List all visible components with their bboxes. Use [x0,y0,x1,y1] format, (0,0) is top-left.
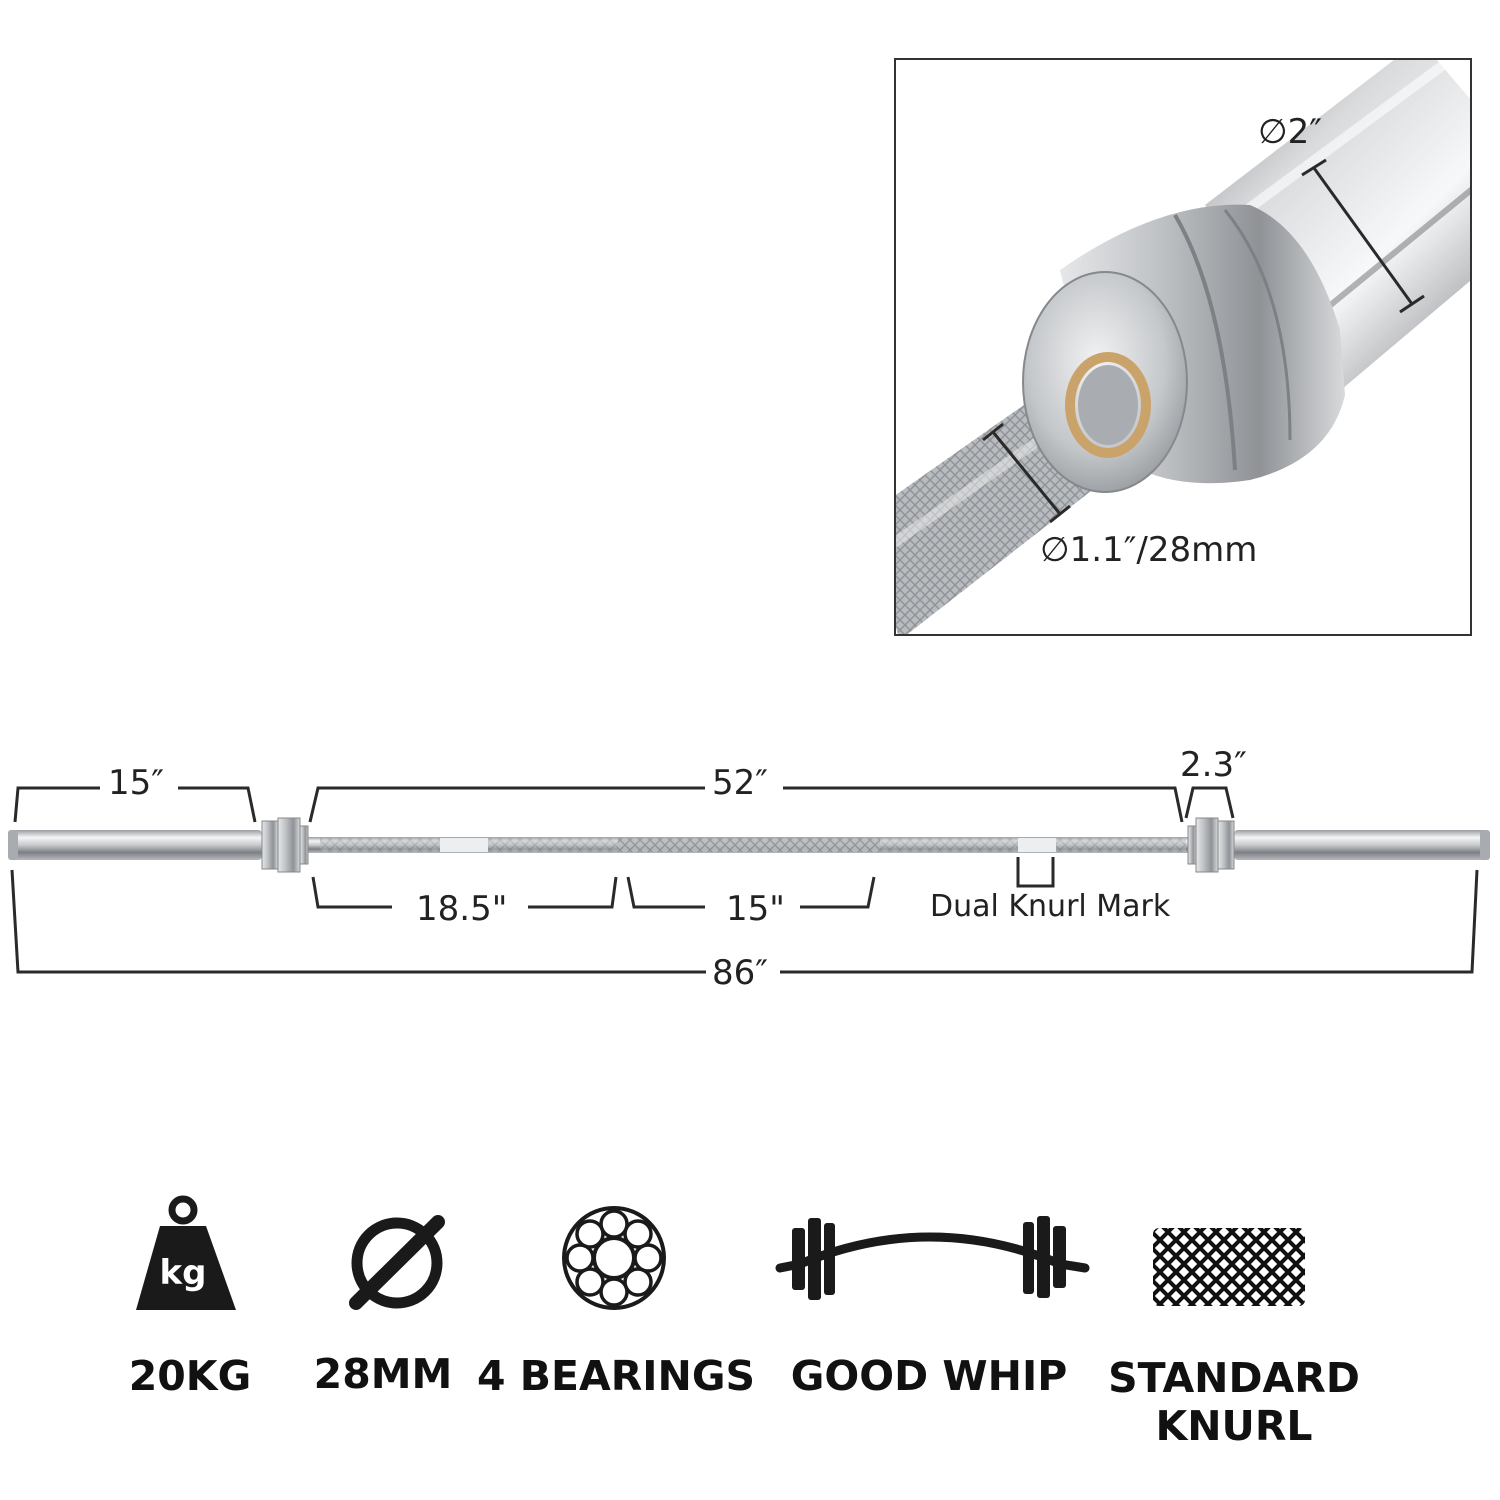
collar-closeup [1022,204,1345,493]
barbell [8,817,1490,873]
svg-text:kg: kg [160,1253,207,1293]
dim-center-grip-label: 15" [726,889,785,929]
dim-collar-label: 2.3″ [1180,745,1247,785]
shaft-diameter-callout: ∅1.1″/28mm [982,422,1257,570]
dim-overall: 86″ [10,869,1479,993]
dim-left-sleeve-label: 15″ [108,763,164,803]
knurl-right [1056,838,1186,852]
dimension-annotations: 15″ 52″ 2.3″ 18.5" 15" Dual Knurl Mark [10,745,1479,993]
dim-collar: 2.3″ [1180,745,1247,819]
feature-label-weight: 20KG [129,1352,251,1400]
feature-label-diameter: 28MM [314,1350,453,1398]
dim-knurl-mark-label: Dual Knurl Mark [930,889,1171,924]
dim-grip-section: 52″ [308,763,1184,823]
feature-label-bearings: 4 BEARINGS [477,1352,755,1400]
knurl-left [320,838,440,852]
inset-closeup: ∅2″ ∅1.1″/28mm [894,58,1472,636]
feature-label-knurl-line1: STANDARD [1108,1354,1360,1402]
right-sleeve [1234,830,1490,860]
knurl-mark-right [1018,838,1056,852]
left-sleeve [8,830,262,860]
left-collar [261,817,309,873]
bronze-bushing [1065,352,1151,458]
dim-grip-section-label: 52″ [712,763,768,803]
knurl-mark-left [440,838,488,852]
dim-left-grip-label: 18.5" [416,889,507,929]
feature-row: kg [129,1195,1360,1450]
diameter-icon [349,1215,445,1310]
dim-left-sleeve: 15″ [13,763,257,823]
feature-label-knurl-line2: KNURL [1155,1402,1312,1450]
dim-center-grip: 15" [626,876,876,929]
knurl-pattern-icon [1153,1228,1305,1306]
center-knurl [618,838,880,852]
whip-bar-icon [775,1216,1090,1300]
feature-label-whip: GOOD WHIP [791,1352,1068,1400]
inset-frame [894,58,1472,636]
sleeve-diameter-label: ∅2″ [1258,112,1322,152]
dim-left-grip: 18.5" [311,876,618,929]
dim-overall-label: 86″ [712,953,768,993]
right-collar [1187,817,1235,873]
bearing-icon [562,1206,666,1310]
sleeve-diameter-callout: ∅2″ [1258,112,1425,314]
shaft-diameter-label: ∅1.1″/28mm [1040,530,1257,570]
dim-knurl-mark: Dual Knurl Mark [930,857,1171,924]
kg-weight-icon: kg [136,1195,236,1310]
